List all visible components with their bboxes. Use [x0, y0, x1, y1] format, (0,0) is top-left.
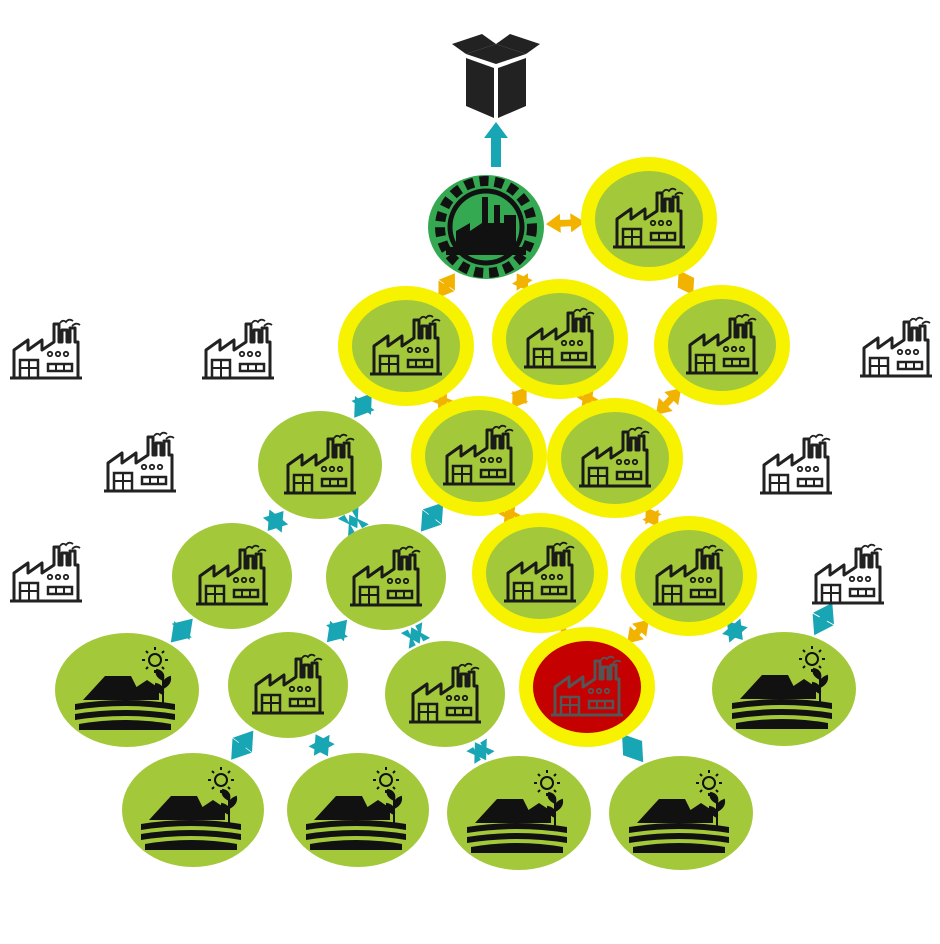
node-t4c	[472, 513, 608, 633]
link-t3b-t4c-arrow	[498, 504, 521, 525]
node-f6d	[609, 756, 753, 870]
node-t2b	[492, 279, 628, 399]
node-f6a	[122, 753, 264, 867]
node-circle	[506, 293, 614, 385]
node-circle	[385, 641, 505, 747]
node-circle	[533, 641, 641, 733]
node-circle	[668, 299, 776, 391]
node-f6b	[287, 753, 429, 867]
link-t4b-t5b-arrow	[326, 619, 348, 643]
node-circle	[326, 524, 446, 630]
nodes-layer	[8, 34, 934, 870]
node-t2c	[654, 285, 790, 405]
link-t3a-t4b-arrow	[337, 506, 369, 537]
link-t2a-t3b-arrow	[430, 390, 455, 412]
link-t1r-t2c-arrow	[677, 270, 695, 296]
node-final	[428, 175, 544, 279]
node-circle	[172, 523, 292, 629]
link-f5e-o7-arrow	[812, 602, 834, 636]
outside-supplier-o7-factory-icon	[810, 543, 886, 605]
link-final-t2a-arrow	[438, 273, 455, 298]
node-t5d	[519, 627, 655, 747]
node-t1r	[581, 157, 717, 281]
node-circle	[425, 410, 533, 502]
node-circle	[561, 412, 669, 504]
link-t5b-f6b-arrow	[308, 734, 335, 757]
product-box-icon	[452, 34, 540, 118]
link-t4d-t5d-arrow	[627, 619, 649, 644]
link-t4b-t5c-arrow	[400, 622, 431, 649]
node-f5a	[55, 633, 199, 747]
node-t3c	[547, 398, 683, 518]
outside-supplier-o5-factory-icon	[758, 433, 834, 495]
link-t3c-t4d-arrow	[642, 507, 662, 527]
outside-supplier-o3-factory-icon	[858, 316, 934, 378]
node-circle	[595, 171, 703, 267]
outside-supplier-o2-factory-icon	[200, 318, 276, 380]
outside-supplier-o1-factory-icon	[8, 318, 84, 380]
node-t3b	[411, 396, 547, 516]
node-circle	[486, 527, 594, 619]
link-t3a-t4a-arrow	[262, 509, 289, 533]
node-t4a	[172, 523, 292, 629]
output-arrow	[484, 122, 508, 167]
link-t5d-f6d-arrow	[622, 733, 644, 763]
node-circle	[258, 411, 382, 519]
node-circle	[635, 530, 743, 622]
node-t5c	[385, 641, 505, 747]
node-circle	[352, 300, 460, 392]
node-t5b	[228, 632, 348, 738]
node-f6c	[447, 756, 591, 870]
link-t5c-f6c-arrow	[466, 738, 495, 764]
outside-supplier-o4-factory-icon	[102, 431, 178, 493]
outside-supplier-o6-factory-icon	[8, 541, 84, 603]
link-t4a-f5a-arrow	[170, 618, 193, 643]
link-t2a-t3a-arrow	[351, 393, 375, 418]
link-t2b-t3b-arrow	[510, 386, 529, 409]
link-t2b-t3c-arrow	[576, 389, 599, 408]
link-final-t1r-arrow	[545, 213, 586, 233]
node-circle	[228, 632, 348, 738]
node-t4d	[621, 516, 757, 636]
link-t2c-t3c-arrow	[655, 388, 682, 415]
node-t3a	[258, 411, 382, 519]
node-t2a	[338, 286, 474, 406]
node-t4b	[326, 524, 446, 630]
node-f5e	[712, 632, 856, 746]
link-t3b-t4b-arrow	[420, 502, 444, 532]
link-t5b-f6a-arrow	[231, 730, 254, 760]
